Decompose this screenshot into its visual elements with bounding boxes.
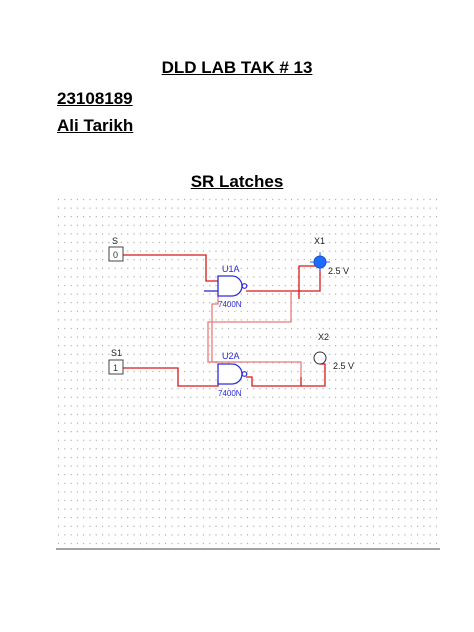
switch-s-state: 0: [113, 250, 118, 260]
u1a-part: 7400N: [218, 300, 242, 309]
document-title: DLD LAB TAK # 13: [161, 58, 313, 77]
probe-x1-voltage: 2.5 V: [328, 266, 349, 276]
wire-feedback-top: [207, 291, 292, 363]
nand-gate-u1a: U1A 7400N: [217, 264, 248, 309]
wire-s-to-u1a: [123, 254, 218, 282]
probe-x1-label: X1: [314, 236, 325, 246]
wire-u2a-out: [246, 363, 326, 387]
sr-latch-schematic: 0 S 1 S1 U1A 7400N U2A 7400N X1 2.5 V X2…: [56, 196, 440, 550]
u2a-ref: U2A: [222, 351, 240, 361]
switch-s1-state: 1: [113, 363, 118, 373]
wire-u1a-out: [246, 265, 321, 292]
switch-s1-label: S1: [111, 348, 122, 358]
probe-x2: X2 2.5 V: [313, 332, 354, 371]
switch-s1: 1 S1: [108, 348, 124, 375]
u1a-ref: U1A: [222, 264, 240, 274]
student-name: Ali Tarikh: [57, 116, 134, 135]
probe-x2-label: X2: [318, 332, 329, 342]
switch-s: 0 S: [108, 236, 124, 262]
u2a-part: 7400N: [218, 389, 242, 398]
nand-gate-u2a: U2A 7400N: [217, 351, 248, 398]
probe-x2-voltage: 2.5 V: [333, 361, 354, 371]
switch-s-label: S: [112, 236, 118, 246]
section-title: SR Latches: [190, 172, 284, 191]
probe-x1: X1 2.5 V: [310, 236, 349, 276]
wire-feedback-bottom: [211, 296, 302, 377]
roll-number: 23108189: [57, 89, 133, 108]
